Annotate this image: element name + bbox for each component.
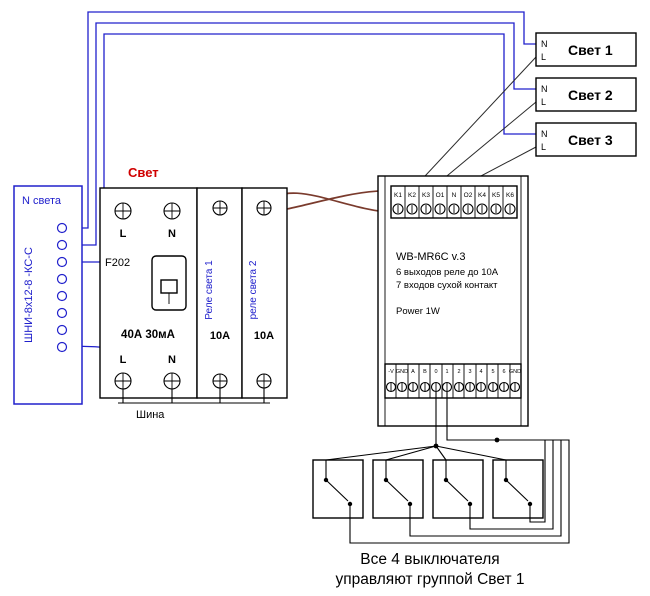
- light2-l-label: L: [541, 97, 546, 107]
- rcd-top-n: N: [168, 228, 176, 240]
- wire-neutral-light2: [66, 22, 536, 246]
- relay-bottom-terminal-label: 3: [468, 369, 471, 375]
- breaker1-rating: 10А: [210, 330, 230, 342]
- breaker1-frame: [196, 187, 243, 399]
- relay-top-terminal-label: K1: [394, 192, 402, 199]
- relay-bottom-terminal-label: 1: [445, 369, 448, 375]
- breaker1-label: Реле света 1: [204, 260, 215, 320]
- relay-top-terminal-label: N: [452, 192, 457, 199]
- switch-circuit: [312, 392, 570, 544]
- light2-n-label: N: [541, 84, 548, 94]
- switch-box-1: [312, 459, 364, 519]
- light-box-2-frame: [535, 77, 637, 112]
- switch-box-2: [372, 459, 424, 519]
- relay-top-terminal-label: K4: [478, 192, 486, 199]
- switch-lever: [385, 479, 409, 502]
- bus-bracket: Шина: [118, 388, 270, 421]
- relay-bottom-terminal-label: 0: [434, 369, 437, 375]
- panel-group-label: Свет: [128, 165, 159, 180]
- light1-title: Свет 1: [568, 42, 613, 58]
- rcd-module: L N F202 40А 30мА L N: [99, 187, 198, 399]
- breaker2-label: реле света 2: [248, 260, 259, 319]
- light-box-1: N L Свет 1: [535, 32, 637, 67]
- neutral-bus-terminals: [56, 222, 68, 353]
- relay-top-terminal-label: K5: [492, 192, 500, 199]
- light1-l-label: L: [541, 52, 546, 62]
- neutral-bus-vertical-label: ШНИ-8х12-8 -КС-С: [23, 247, 35, 343]
- wire-common-sw4: [435, 445, 507, 461]
- light-box-3-frame: [535, 122, 637, 157]
- rcd-bottom-screws: [114, 372, 181, 390]
- switch-lever: [445, 479, 469, 502]
- din-panel: Свет L N F202 40А 30мА L N: [99, 165, 288, 421]
- caption-line1: Все 4 выключателя: [360, 551, 499, 568]
- relay-bottom-terminal-label: B: [423, 369, 427, 375]
- breaker-module-2: реле света 2 10А: [241, 187, 288, 399]
- breaker-module-1: Реле света 1 10А: [196, 187, 243, 399]
- rcd-top-screws: [114, 202, 181, 220]
- switch-lever: [505, 479, 529, 502]
- rcd-top-l: L: [120, 228, 127, 240]
- switch-box-4: [492, 459, 544, 519]
- light3-l-label: L: [541, 142, 546, 152]
- relay-top-terminal-label: O1: [436, 192, 445, 199]
- relay-top-terminal-label: K3: [422, 192, 430, 199]
- switch-lever: [325, 479, 349, 502]
- relay-bottom-terminal-label: GND: [396, 369, 408, 375]
- relay-model: WB-MR6C v.3: [396, 251, 465, 263]
- relay-top-terminal-label: O2: [464, 192, 473, 199]
- neutral-bus-frame: [13, 185, 83, 405]
- light3-title: Свет 3: [568, 132, 613, 148]
- wire-return-feed: [446, 392, 497, 441]
- switch-box-3: [432, 459, 484, 519]
- caption-line2: управляют группой Свет 1: [336, 571, 525, 588]
- rcd-bottom-n: N: [168, 354, 176, 366]
- wire-neutral-light1: [66, 11, 536, 229]
- light3-n-label: N: [541, 129, 548, 139]
- relay-top-strip: K1 K2 K3 O1 N O2 K4 K5 K6: [390, 185, 518, 219]
- breaker2-frame: [241, 187, 288, 399]
- relay-bottom-terminal-label: 6: [502, 369, 505, 375]
- relay-module: K1 K2 K3 O1 N O2 K4 K5 K6 WB-MR6C v.3 6 …: [377, 175, 529, 427]
- relay-desc1: 6 выходов реле до 10А: [396, 267, 499, 278]
- wire-common-sw2: [385, 445, 437, 461]
- relay-bottom-screws: [385, 381, 521, 393]
- rcd-rating: 40А 30мА: [121, 329, 175, 341]
- relay-bottom-terminal-label: 4: [479, 369, 482, 375]
- light-box-3: N L Свет 3: [535, 122, 637, 157]
- relay-bottom-terminal-label: 5: [491, 369, 494, 375]
- relay-bottom-terminal-label: 2: [457, 369, 460, 375]
- wire-return-sw1: [349, 439, 570, 544]
- rcd-bottom-l: L: [120, 354, 127, 366]
- light-box-1-frame: [535, 32, 637, 67]
- neutral-bus-block: N света ШНИ-8х12-8 -КС-С: [13, 185, 83, 405]
- relay-power: Power 1W: [396, 306, 440, 317]
- light2-title: Свет 2: [568, 87, 613, 103]
- wire-common-sw1: [325, 445, 437, 461]
- light1-n-label: N: [541, 39, 548, 49]
- bus-label: Шина: [136, 409, 165, 421]
- relay-top-terminal-label: K6: [506, 192, 514, 199]
- neutral-bus-title: N света: [22, 195, 62, 207]
- relay-top-screws: [392, 203, 516, 215]
- relay-bottom-strip: -V GND A B 0 1 2 3 4 5 6 GND: [384, 363, 522, 399]
- relay-bottom-terminal-label: GND: [509, 369, 521, 375]
- relay-bottom-terminal-label: A: [411, 369, 415, 375]
- light-box-2: N L Свет 2: [535, 77, 637, 112]
- rcd-model: F202: [105, 257, 130, 269]
- light-boxes: N L Свет 1 N L Свет 2 N L Свет 3: [535, 32, 637, 157]
- relay-bottom-terminal-label: -V: [388, 369, 394, 375]
- breaker2-rating: 10А: [254, 330, 274, 342]
- wire-common-sw3: [435, 445, 447, 461]
- relay-desc2: 7 входов сухой контакт: [396, 280, 498, 291]
- relay-top-terminal-label: K2: [408, 192, 416, 199]
- rcd-toggle: [151, 255, 187, 311]
- wire-neutral-light3: [66, 33, 536, 263]
- caption: Все 4 выключателя управляют группой Свет…: [336, 551, 525, 588]
